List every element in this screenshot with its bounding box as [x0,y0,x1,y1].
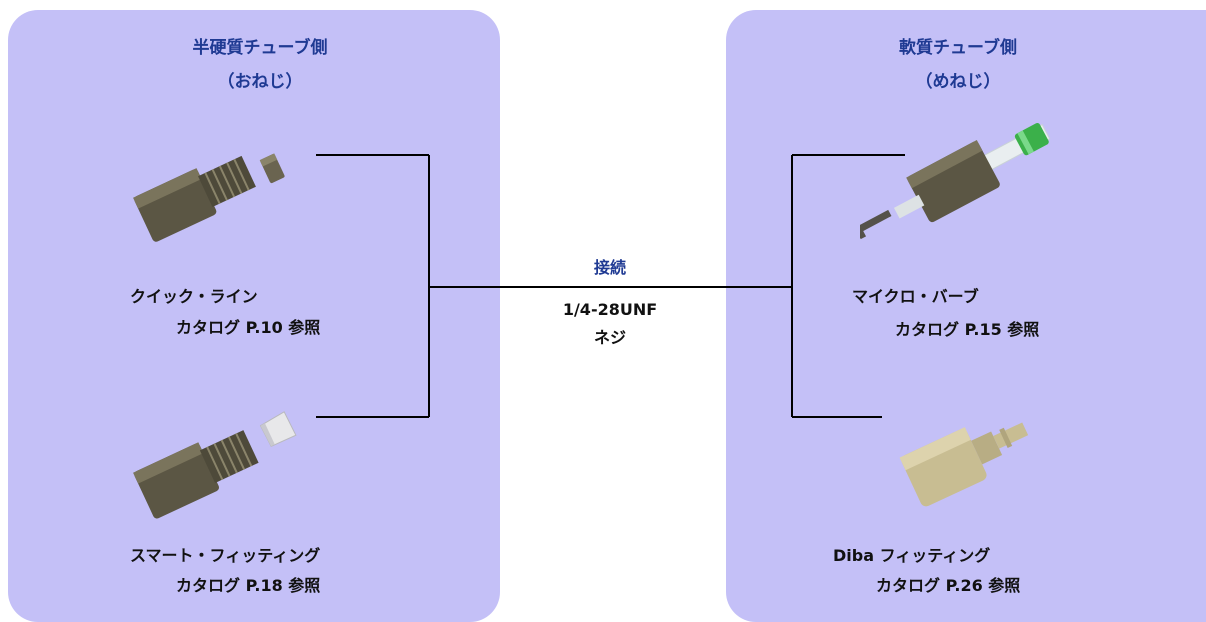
diba-fitting-catalog-ref: カタログ P.26 参照 [876,576,1021,595]
smart-fitting-catalog-ref: カタログ P.18 参照 [176,576,321,595]
quick-line-fitting-image [133,153,285,242]
connection-title: 接続 [593,258,626,277]
left-panel-subtitle: （おねじ） [217,72,303,92]
quick-line-catalog-ref: カタログ P.10 参照 [176,318,321,337]
connection-thread-spec: 1/4-28UNF [562,300,658,319]
diba-fitting-image [899,422,1029,507]
quick-line-name: クイック・ライン [130,287,258,306]
connection-type: ネジ [593,328,626,347]
left-panel-semi-rigid-tube-side [8,10,500,622]
micro-barb-image [860,123,1051,240]
micro-barb-name: マイクロ・バーブ [852,287,979,306]
right-panel-soft-tube-side [726,10,1206,622]
right-panel-title: 軟質チューブ側 [899,38,1017,58]
diba-fitting-name: Diba フィッティング [833,546,991,565]
micro-barb-catalog-ref: カタログ P.15 参照 [895,320,1040,339]
smart-fitting-name: スマート・フィッティング [130,546,321,565]
left-panel-title: 半硬質チューブ側 [192,38,328,58]
smart-fitting-image [133,411,297,519]
right-panel-subtitle: （めねじ） [915,72,1001,92]
